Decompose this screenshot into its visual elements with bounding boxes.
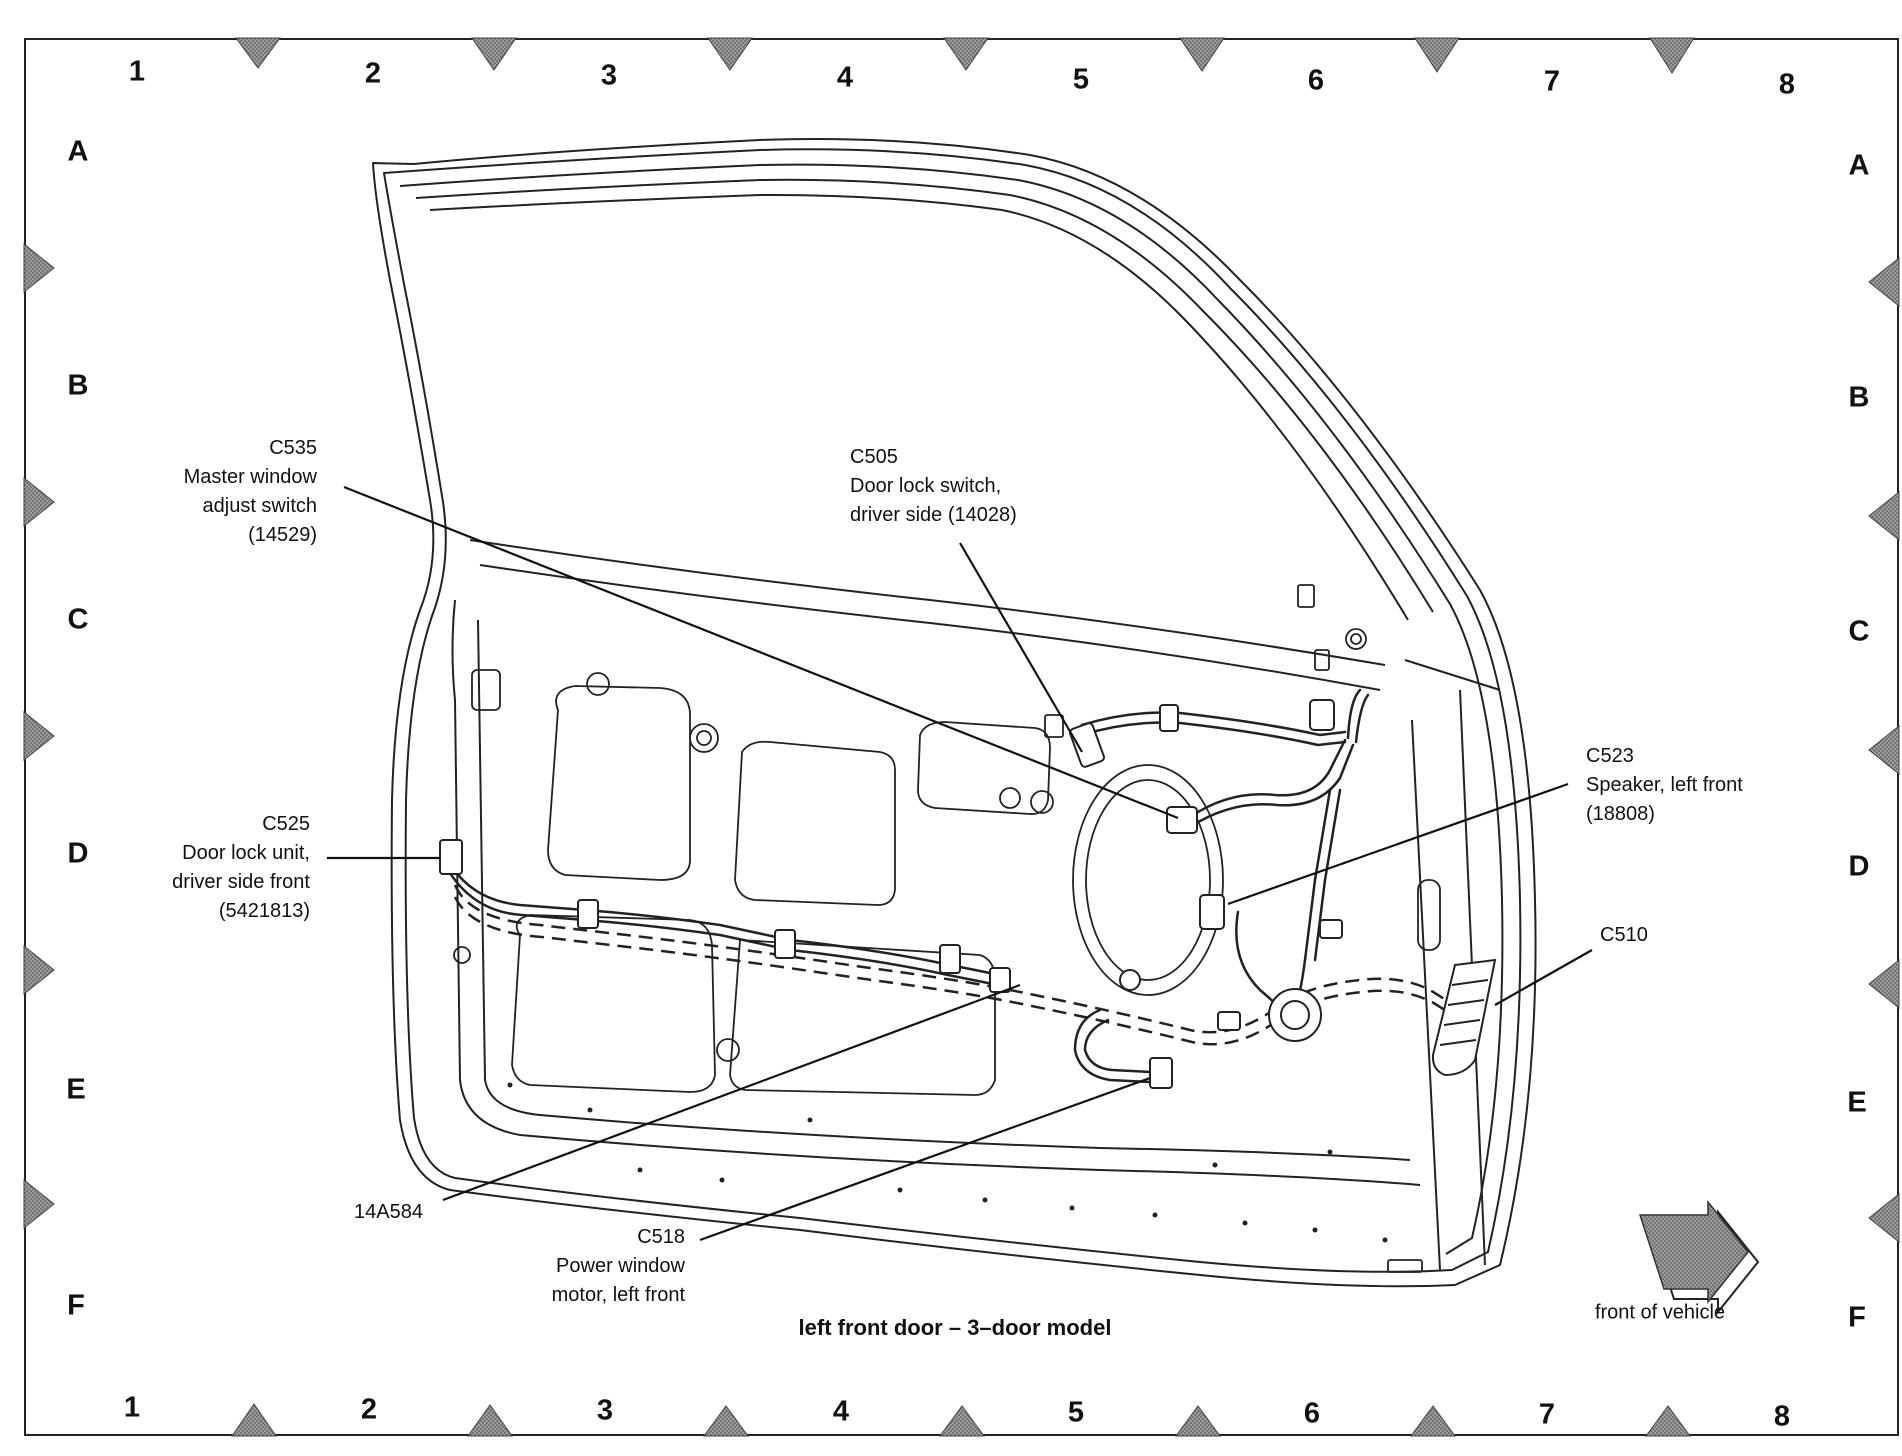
- callout-c505: C505 Door lock switch, driver side (1402…: [850, 443, 1017, 530]
- c518-id: C518: [637, 1226, 685, 1248]
- c535-desc-1: Master window: [183, 466, 317, 488]
- callout-c518: C518 Power window motor, left front: [552, 1223, 685, 1310]
- c505-connector: [1069, 722, 1105, 768]
- arrow-right-icon: [1638, 1199, 1760, 1315]
- grid-row-left-d: D: [67, 837, 89, 870]
- grid-col-top-3: 3: [600, 59, 618, 92]
- c535-part-number: (14529): [248, 524, 317, 546]
- grid-col-top-4: 4: [836, 61, 854, 94]
- frame-ticks-right: [1868, 256, 1900, 1244]
- frame-ticks-top: [235, 37, 1695, 74]
- frame-ticks-left: [23, 242, 55, 1230]
- 14a584-id: 14A584: [354, 1201, 423, 1223]
- grid-col-top-2: 2: [364, 57, 382, 90]
- c525-id: C525: [262, 813, 310, 835]
- c523-id: C523: [1586, 745, 1634, 767]
- grid-col-bottom-4: 4: [832, 1395, 850, 1428]
- c505-desc-1: Door lock switch,: [850, 475, 1002, 497]
- diagram-caption: left front door – 3–door model: [798, 1315, 1112, 1340]
- leader-c535: [343, 485, 1179, 820]
- c510-id: C510: [1600, 924, 1648, 946]
- c525-desc-1: Door lock unit,: [182, 842, 310, 864]
- harness-clips: [439, 699, 1343, 1089]
- c518-connector: [1149, 1057, 1173, 1089]
- front-of-vehicle-label: front of vehicle: [1594, 1301, 1726, 1324]
- grid-row-left-a: A: [67, 135, 89, 168]
- leader-c518: [699, 1076, 1151, 1242]
- callout-c525: C525 Door lock unit, driver side front (…: [172, 810, 310, 926]
- grid-col-top-8: 8: [1778, 68, 1796, 101]
- wiring-harness-dashed: [453, 884, 1473, 1046]
- c510-boot: [1431, 958, 1497, 1077]
- grid-col-bottom-6: 6: [1303, 1397, 1321, 1430]
- grid-col-bottom-7: 7: [1538, 1398, 1556, 1431]
- callout-c510: C510: [1600, 921, 1648, 950]
- grid-row-right-d: D: [1848, 850, 1870, 883]
- grid-row-left-e: E: [66, 1073, 86, 1106]
- c535-connector: [1166, 806, 1198, 834]
- leader-c510: [1494, 949, 1593, 1006]
- leader-c505: [959, 542, 1083, 753]
- callout-c535: C535 Master window adjust switch (14529): [184, 434, 317, 550]
- grid-col-top-5: 5: [1072, 63, 1090, 96]
- c525-connector: [439, 839, 463, 875]
- c518-desc-2: motor, left front: [551, 1284, 685, 1306]
- leader-14a584: [442, 983, 1021, 1202]
- c525-desc-2: driver side front: [172, 871, 310, 893]
- grid-col-bottom-2: 2: [360, 1393, 378, 1426]
- callout-14a584: 14A584: [354, 1198, 423, 1227]
- c525-part-number: (5421813): [218, 900, 310, 922]
- inner-panel-cutouts: [453, 584, 1441, 1273]
- grid-col-bottom-8: 8: [1773, 1400, 1791, 1433]
- leader-c523: [1227, 782, 1569, 906]
- grid-col-bottom-3: 3: [596, 1394, 614, 1427]
- grid-col-top-7: 7: [1543, 65, 1561, 98]
- c523-desc: Speaker, left front: [1586, 774, 1743, 796]
- grid-row-right-b: B: [1848, 381, 1870, 414]
- frame-ticks-bottom: [231, 1403, 1691, 1437]
- grid-col-top-6: 6: [1307, 64, 1325, 97]
- grid-row-left-c: C: [67, 603, 89, 636]
- grid-row-right-a: A: [1848, 149, 1870, 182]
- c518-desc-1: Power window: [556, 1255, 685, 1277]
- c535-desc-2: adjust switch: [202, 495, 318, 517]
- panel-fastener-dots: [507, 1082, 1388, 1243]
- callout-leaders: [327, 485, 1593, 1242]
- c523-connector: [1199, 894, 1225, 930]
- c523-part-number: (18808): [1586, 803, 1655, 825]
- grid-col-bottom-1: 1: [123, 1391, 141, 1424]
- grid-col-top-1: 1: [128, 55, 146, 88]
- door-outline: [372, 138, 1537, 1288]
- grid-row-right-f: F: [1848, 1301, 1866, 1334]
- c505-id: C505: [850, 446, 898, 468]
- callout-c523: C523 Speaker, left front (18808): [1586, 742, 1743, 829]
- grid-row-left-f: F: [67, 1289, 85, 1322]
- grid-col-bottom-5: 5: [1067, 1396, 1085, 1429]
- c505-desc-2: driver side (14028): [850, 504, 1017, 526]
- grid-row-right-e: E: [1847, 1086, 1867, 1119]
- grid-row-right-c: C: [1848, 615, 1870, 648]
- grid-row-left-b: B: [67, 369, 89, 402]
- c535-id: C535: [269, 437, 317, 459]
